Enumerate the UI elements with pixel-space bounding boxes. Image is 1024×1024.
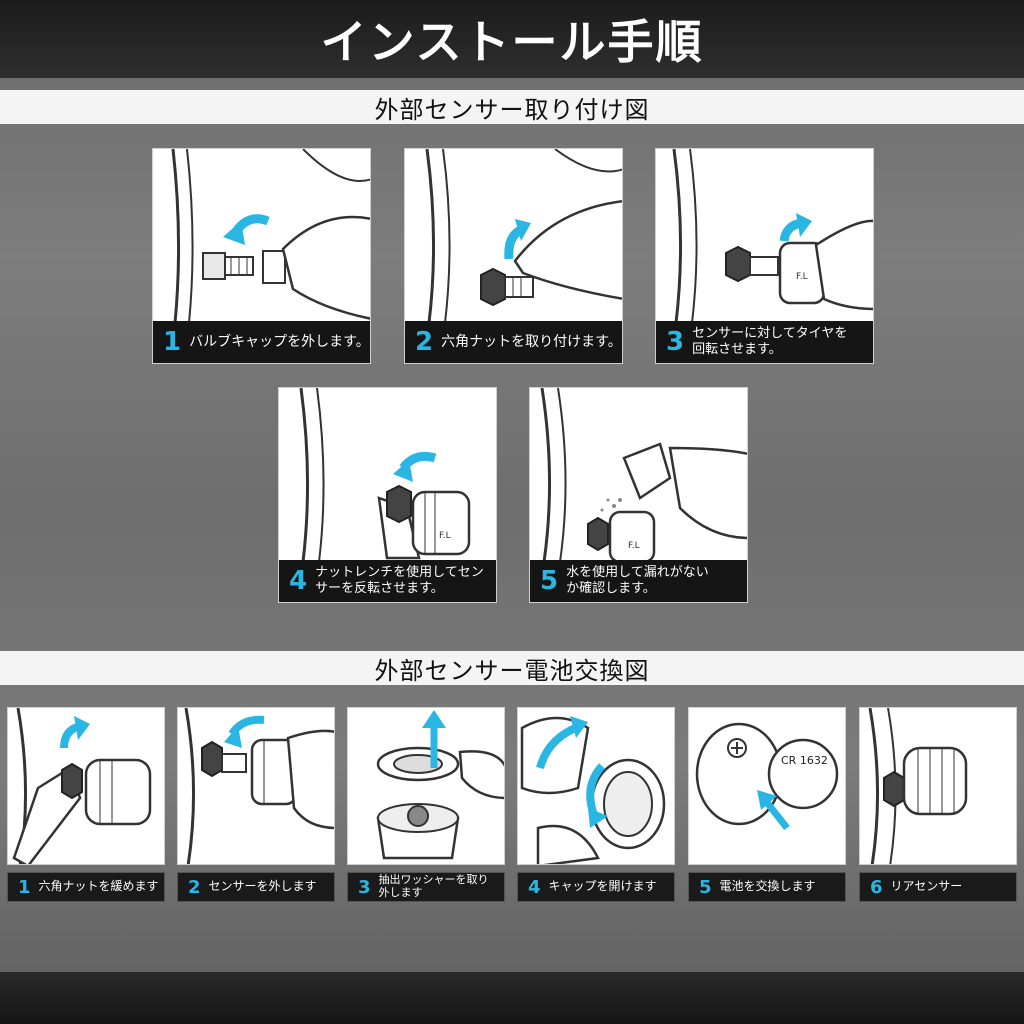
step-text: バルブキャップを外します。 [189, 333, 370, 350]
battery-step-3-panel [347, 707, 505, 865]
install-step-3-caption: 3 センサーに対してタイヤを回転させます。 [656, 321, 873, 363]
install-step-2-panel: 2 六角ナットを取り付けます。 [404, 148, 623, 364]
step-text: キャップを開けます [548, 879, 657, 894]
install-step-4-caption: 4 ナットレンチを使用してセンサーを反転させます。 [279, 560, 496, 602]
step-text: 六角ナットを緩めます [38, 879, 159, 894]
install-step-2-caption: 2 六角ナットを取り付けます。 [405, 321, 622, 363]
section-title-battery: 外部センサー電池交換図 [374, 656, 650, 685]
sensor-label: F.L [796, 272, 808, 282]
step-text: 抽出ワッシャーを取り外します [378, 873, 489, 899]
step-number: 2 [415, 327, 434, 357]
header-bar: インストール手順 [0, 0, 1024, 78]
page-title: インストール手順 [320, 15, 704, 69]
battery-step-2-panel [177, 707, 335, 865]
step-text: センサーを外します [208, 879, 317, 894]
install-step-1-panel: 1 バルブキャップを外します。 [152, 148, 371, 364]
step-number: 4 [289, 566, 308, 596]
bottom-strip [0, 972, 1024, 1024]
battery-step-2-caption: 2 センサーを外します [177, 872, 335, 902]
section-heading-install: 外部センサー取り付け図 [0, 90, 1024, 124]
step-text: リアセンサー [890, 879, 963, 894]
step-number: 1 [163, 327, 182, 357]
battery-step-3-illustration [376, 710, 504, 860]
install-step-3-panel: F.L 3 センサーに対してタイヤを回転させます。 [655, 148, 874, 364]
sensor-label: F.L [439, 531, 451, 541]
battery-step-6-panel [859, 707, 1017, 865]
install-step-4-panel: F.L 4 ナットレンチを使用してセンサーを反転させます。 [278, 387, 497, 603]
step-text: 水を使用して漏れがないか確認します。 [566, 565, 709, 596]
battery-step-6-illustration [868, 708, 968, 864]
step-number: 2 [188, 876, 201, 898]
install-step-5-caption: 5 水を使用して漏れがないか確認します。 [530, 560, 747, 602]
step-number: 3 [358, 876, 371, 898]
battery-step-4-illustration [520, 716, 666, 864]
step-text: ナットレンチを使用してセンサーを反転させます。 [315, 565, 484, 596]
battery-step-5-panel: CR 1632 [688, 707, 846, 865]
battery-step-1-panel [7, 707, 165, 865]
step-number: 6 [870, 876, 883, 898]
battery-step-3-caption: 3 抽出ワッシャーを取り外します [347, 872, 505, 902]
step-text: 電池を交換します [719, 879, 816, 894]
install-step-5-panel: F.L 5 水を使用して漏れがないか確認します。 [529, 387, 748, 603]
install-step-5-illustration: F.L [540, 388, 747, 562]
battery-step-5-illustration: CR 1632 [695, 722, 839, 831]
section-heading-battery: 外部センサー電池交換図 [0, 651, 1024, 685]
battery-step-1-caption: 1 六角ナットを緩めます [7, 872, 165, 902]
install-step-1-illustration [171, 149, 370, 323]
sensor-label: F.L [628, 541, 640, 551]
battery-step-6-caption: 6 リアセンサー [859, 872, 1017, 902]
install-step-3-illustration: F.L [672, 149, 873, 323]
install-step-2-illustration [425, 149, 622, 323]
step-number: 3 [666, 327, 685, 357]
step-number: 4 [528, 876, 541, 898]
battery-label: CR 1632 [781, 754, 828, 767]
battery-step-1-illustration [12, 708, 152, 864]
step-number: 5 [540, 566, 559, 596]
step-number: 5 [699, 876, 712, 898]
install-step-1-caption: 1 バルブキャップを外します。 [153, 321, 370, 363]
battery-step-2-illustration [184, 708, 334, 864]
install-step-4-illustration: F.L [299, 388, 471, 562]
step-number: 1 [18, 876, 31, 898]
step-text: センサーに対してタイヤを回転させます。 [692, 326, 848, 357]
section-title-install: 外部センサー取り付け図 [374, 95, 650, 124]
battery-step-4-panel [517, 707, 675, 865]
battery-step-4-caption: 4 キャップを開けます [517, 872, 675, 902]
step-text: 六角ナットを取り付けます。 [441, 333, 622, 350]
battery-step-5-caption: 5 電池を交換します [688, 872, 846, 902]
